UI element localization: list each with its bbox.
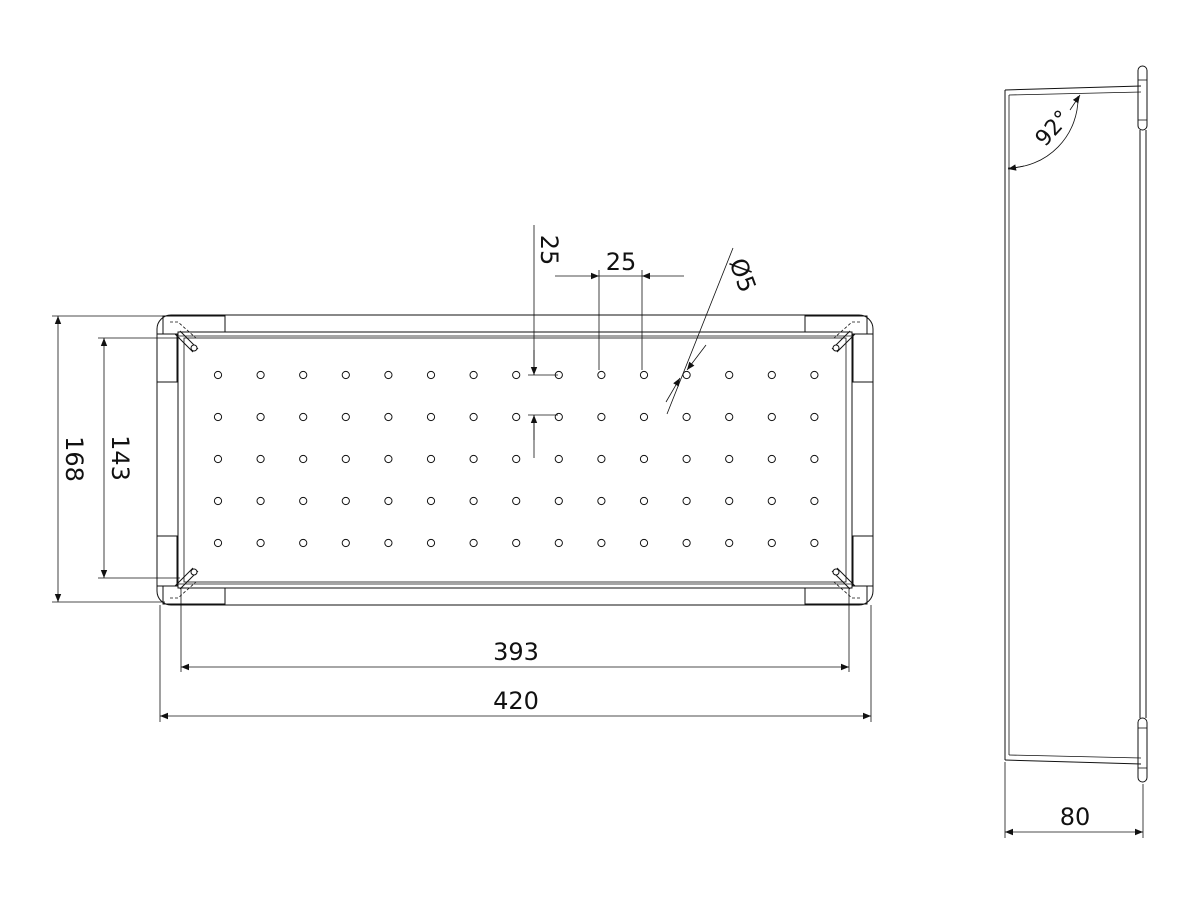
drain-hole xyxy=(639,370,649,380)
drain-hole xyxy=(469,538,478,548)
drain-hole xyxy=(469,454,478,464)
drain-hole xyxy=(597,496,606,506)
corner-brackets xyxy=(156,315,874,605)
dim-inner-height: 143 xyxy=(106,435,134,481)
drain-hole xyxy=(512,538,521,548)
drain-hole xyxy=(639,538,649,548)
drain-hole xyxy=(810,370,819,380)
drain-hole xyxy=(256,412,265,422)
drain-hole xyxy=(512,370,521,380)
drain-hole xyxy=(213,412,223,422)
tray-floor-outline xyxy=(183,337,847,583)
drain-hole xyxy=(256,370,265,380)
drain-hole xyxy=(725,370,734,380)
drain-hole xyxy=(299,454,308,464)
drain-hole xyxy=(767,538,776,548)
drain-hole xyxy=(426,496,436,506)
top-view xyxy=(156,314,874,606)
tray-rim-outline xyxy=(177,331,853,589)
drain-hole xyxy=(469,496,478,506)
drain-hole xyxy=(767,370,776,380)
drain-hole xyxy=(725,454,734,464)
drain-hole xyxy=(341,454,350,464)
dim-total-width: 420 xyxy=(493,687,539,715)
drain-hole xyxy=(767,454,776,464)
drain-hole xyxy=(213,370,223,380)
drain-hole xyxy=(810,454,819,464)
drain-hole xyxy=(512,496,521,506)
drain-hole-grid xyxy=(213,370,819,548)
drain-hole xyxy=(299,496,308,506)
drain-hole xyxy=(256,454,265,464)
drain-hole xyxy=(810,412,819,422)
dimension-annotations: 420 393 168 143 25 25 Ø5 xyxy=(52,225,872,722)
drain-hole xyxy=(213,538,223,548)
drain-hole xyxy=(597,370,606,380)
drain-hole xyxy=(384,454,393,464)
drain-hole xyxy=(256,496,265,506)
drain-hole xyxy=(512,412,521,422)
drain-hole xyxy=(682,538,691,548)
drain-hole xyxy=(426,370,436,380)
drain-hole xyxy=(256,538,265,548)
drain-hole xyxy=(299,370,308,380)
side-view: 92° 80 xyxy=(1004,65,1148,838)
drain-hole xyxy=(426,454,436,464)
drain-hole xyxy=(384,370,393,380)
drain-hole xyxy=(299,538,308,548)
dim-side-depth: 80 xyxy=(1060,803,1091,831)
corner-pins xyxy=(174,330,856,590)
drain-hole xyxy=(639,454,649,464)
drain-hole xyxy=(682,412,691,422)
drain-hole xyxy=(639,412,649,422)
dim-hole-spacing-horizontal: 25 xyxy=(606,248,637,276)
drain-hole xyxy=(639,496,649,506)
drain-hole xyxy=(384,496,393,506)
drain-hole xyxy=(725,538,734,548)
drain-hole xyxy=(512,454,521,464)
drain-hole xyxy=(725,496,734,506)
drain-hole xyxy=(725,412,734,422)
dim-hole-diameter: Ø5 xyxy=(724,254,762,296)
drain-hole xyxy=(341,496,350,506)
drain-hole xyxy=(682,496,691,506)
drain-hole xyxy=(213,454,223,464)
drain-hole xyxy=(469,412,478,422)
drain-hole xyxy=(213,496,223,506)
drain-hole xyxy=(597,538,606,548)
drain-hole xyxy=(384,412,393,422)
drain-hole xyxy=(554,496,563,506)
drain-hole xyxy=(810,496,819,506)
drain-hole xyxy=(682,454,691,464)
drain-hole xyxy=(682,370,691,380)
drain-hole xyxy=(554,454,563,464)
drain-hole xyxy=(554,412,563,422)
drain-hole xyxy=(426,412,436,422)
dim-side-angle: 92° xyxy=(1031,106,1076,152)
drain-hole xyxy=(767,496,776,506)
drain-hole xyxy=(810,538,819,548)
dim-inner-width: 393 xyxy=(493,638,539,666)
drain-hole xyxy=(341,370,350,380)
tray-outer-outline xyxy=(156,314,874,606)
drain-hole xyxy=(341,538,350,548)
drain-hole xyxy=(299,412,308,422)
drain-hole xyxy=(554,538,563,548)
drain-hole xyxy=(426,538,436,548)
drain-hole xyxy=(469,370,478,380)
drain-hole xyxy=(767,412,776,422)
drain-hole xyxy=(597,412,606,422)
drain-hole xyxy=(384,538,393,548)
drain-hole xyxy=(341,412,350,422)
drain-hole xyxy=(597,454,606,464)
dim-hole-spacing-vertical: 25 xyxy=(535,235,563,266)
dim-total-height: 168 xyxy=(60,436,88,482)
